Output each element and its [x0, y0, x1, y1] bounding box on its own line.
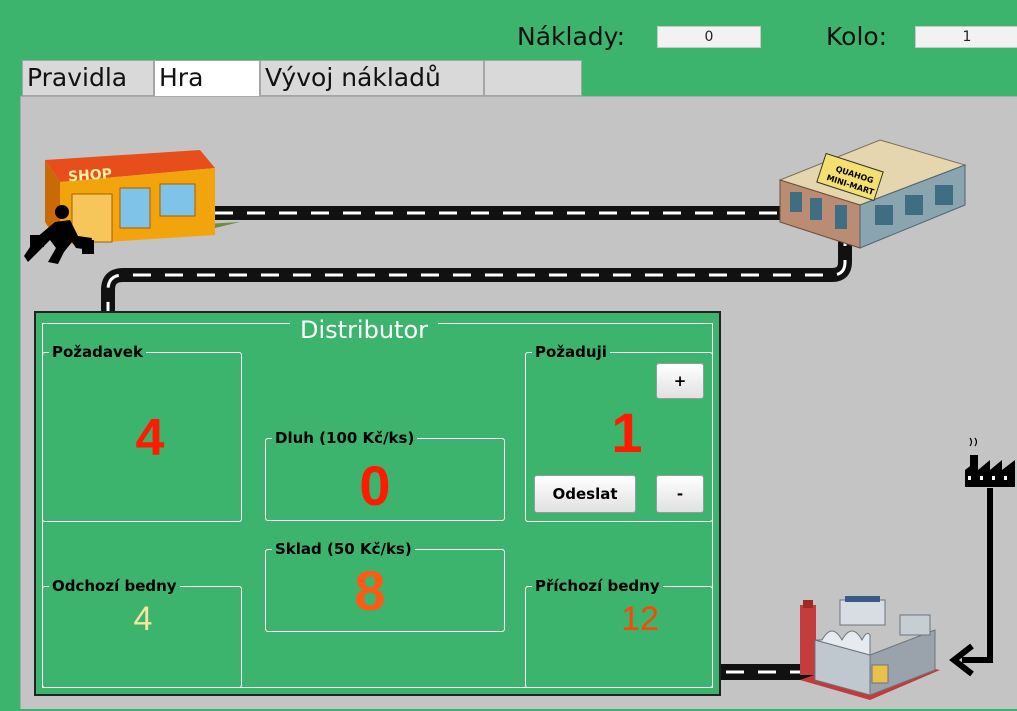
- tab-cost-development[interactable]: Vývoj nákladů: [260, 60, 484, 96]
- round-label: Kolo:: [826, 22, 888, 51]
- shop-sign: SHOP: [68, 166, 113, 185]
- tab-rules[interactable]: Pravidla: [22, 60, 154, 96]
- shopper-icon: [24, 205, 94, 264]
- demand-label: Požaduji: [532, 343, 610, 361]
- small-factory-icon: [965, 437, 1015, 487]
- incoming-label: Příchozí bedny: [532, 577, 663, 595]
- demand-group: Požaduji: [525, 343, 713, 522]
- request-group: Požadavek: [42, 343, 242, 522]
- send-button[interactable]: Odeslat: [534, 475, 636, 513]
- tab-empty[interactable]: [484, 60, 582, 96]
- request-label: Požadavek: [49, 343, 146, 361]
- road-minimart-distributor: [101, 222, 852, 311]
- stock-group: Sklad (50 Kč/ks): [265, 540, 505, 632]
- costs-value: 0: [657, 26, 761, 48]
- outgoing-label: Odchozí bedny: [49, 577, 180, 595]
- debt-group: Dluh (100 Kč/ks): [265, 429, 505, 521]
- request-value: 4: [135, 409, 165, 467]
- tab-game[interactable]: Hra: [154, 60, 260, 98]
- panel-title: Distributor: [290, 317, 439, 343]
- stock-value: 8: [354, 559, 386, 622]
- outgoing-group: Odchozí bedny: [42, 577, 242, 688]
- debt-label: Dluh (100 Kč/ks): [272, 429, 418, 447]
- outgoing-value: 4: [133, 600, 153, 638]
- big-factory-icon: [800, 596, 940, 700]
- demand-value: 1: [611, 401, 643, 464]
- round-value: 1: [915, 26, 1017, 48]
- stock-label: Sklad (50 Kč/ks): [272, 540, 415, 558]
- shop-building-icon: [30, 150, 240, 245]
- decrease-button[interactable]: -: [656, 475, 704, 513]
- minimart-building-icon: [778, 139, 967, 249]
- arrow-factory-supply: [949, 488, 993, 677]
- incoming-group: Příchozí bedny: [525, 577, 713, 688]
- incoming-value: 12: [621, 600, 659, 638]
- debt-value: 0: [359, 454, 391, 517]
- increase-button[interactable]: +: [656, 363, 704, 399]
- costs-label: Náklady:: [517, 22, 626, 51]
